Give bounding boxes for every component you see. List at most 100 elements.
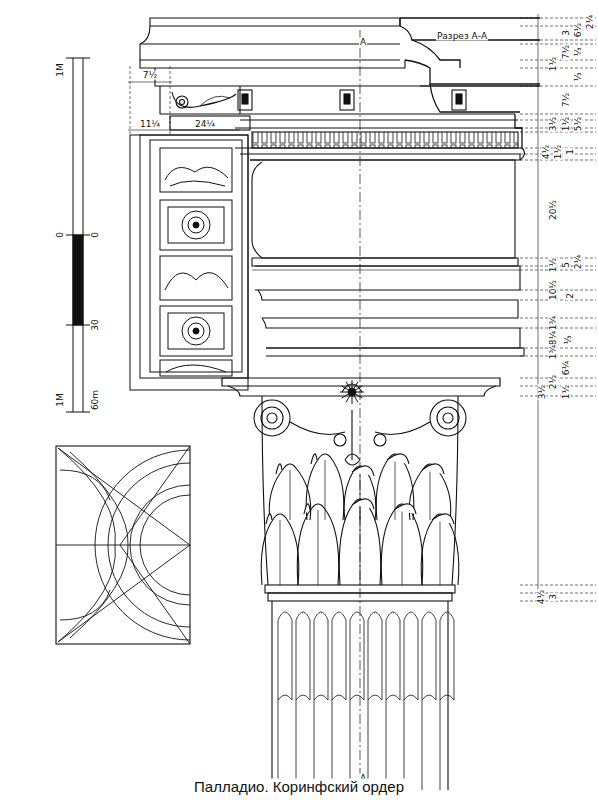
dimension-label: 7½ (562, 92, 571, 108)
section-mark: А (359, 38, 367, 47)
dimension-label: 3½ (549, 116, 558, 132)
frieze-architrave (250, 160, 524, 356)
dimension-label: 6½ (574, 22, 583, 38)
scale-mark: 0 (91, 231, 100, 239)
stroke (520, 593, 596, 594)
acanthus-leaf (381, 504, 422, 585)
dimension-label: 2 (566, 292, 575, 300)
stroke (395, 460, 396, 520)
stroke (360, 505, 361, 585)
dimension-label: 7½ (562, 44, 571, 60)
stroke (402, 510, 403, 585)
dimension-label: 1½ (549, 56, 558, 72)
dimension-label: 7½ (142, 71, 158, 80)
stroke (354, 395, 358, 402)
capital (254, 396, 466, 585)
scale-bar (66, 58, 90, 412)
stroke (314, 612, 328, 790)
stroke (352, 380, 353, 388)
column-shaft (265, 585, 455, 790)
stroke (350, 612, 364, 790)
stroke (346, 395, 350, 402)
stroke (520, 44, 596, 45)
stroke (296, 612, 310, 790)
stroke (348, 388, 356, 396)
stroke (356, 392, 364, 393)
stroke (386, 612, 400, 790)
stroke (430, 470, 431, 520)
soffit-panel (130, 135, 248, 390)
dimension-label: 2¼ (574, 254, 583, 270)
stroke (352, 466, 374, 476)
stroke (342, 386, 349, 390)
dimension-label: 2½ (549, 374, 558, 390)
stroke (325, 460, 326, 520)
dimension-label: 10½ (549, 279, 558, 301)
stroke (276, 464, 282, 474)
stroke (394, 504, 416, 514)
stroke (520, 68, 596, 69)
stroke (432, 514, 454, 524)
stroke (387, 454, 409, 464)
dimension-lines (128, 66, 240, 135)
scale-mark: 1М (56, 392, 65, 408)
dimension-lines (520, 14, 596, 604)
stroke (520, 132, 596, 133)
stroke (352, 396, 353, 404)
stroke (318, 510, 319, 585)
stroke (422, 464, 444, 474)
stroke (520, 585, 596, 586)
stroke (520, 128, 596, 129)
acanthus-leaf (421, 514, 459, 585)
stroke (520, 300, 596, 301)
dimension-label: 20½ (549, 199, 558, 221)
stroke (440, 612, 454, 790)
stroke (538, 14, 539, 604)
stroke (340, 392, 348, 393)
scale-mark: 0 (56, 231, 65, 239)
acanthus-leaf (269, 464, 310, 520)
dimension-label: 1½ (554, 144, 563, 160)
dimension-label: 1 (566, 148, 575, 156)
abacus (222, 378, 500, 396)
stroke (520, 258, 596, 259)
scale-mark: 60m (91, 389, 100, 411)
stroke (520, 114, 596, 115)
stroke (440, 520, 441, 585)
dimension-label: 4½ (537, 589, 546, 605)
dimension-label: 1¾ (549, 344, 558, 360)
stroke (266, 514, 272, 524)
stroke (280, 520, 281, 585)
dimension-label: ⅓ (574, 47, 583, 58)
stroke (422, 612, 436, 790)
stroke (520, 328, 596, 329)
dimension-label: ⅓ (564, 335, 573, 346)
stroke (368, 612, 382, 790)
stroke (520, 386, 596, 387)
stroke (304, 504, 310, 514)
stroke (332, 612, 346, 790)
dimension-label: 1½ (549, 257, 558, 273)
stroke (520, 348, 596, 349)
stroke (520, 120, 596, 121)
acanthus-leaf (261, 514, 299, 585)
stroke (355, 386, 362, 390)
acanthus-leaf (339, 499, 380, 585)
dimension-label: 4½ (542, 144, 551, 160)
scale-mark: 1М (56, 62, 65, 78)
caption: Палладио. Коринфский ордер (191, 779, 407, 794)
section-profile (400, 18, 540, 160)
stroke (354, 382, 358, 389)
stroke (355, 394, 362, 398)
dimension-label: 24¼ (194, 120, 216, 129)
dimension-label: ⅓ (574, 72, 583, 83)
scale-mark: 30 (91, 318, 100, 331)
stroke (520, 290, 596, 291)
dimension-label: 1¾ (549, 315, 558, 331)
stroke (520, 356, 596, 357)
stroke (346, 382, 350, 389)
stroke (520, 266, 596, 267)
dimension-label: 1½ (562, 384, 571, 400)
stroke (352, 499, 374, 509)
